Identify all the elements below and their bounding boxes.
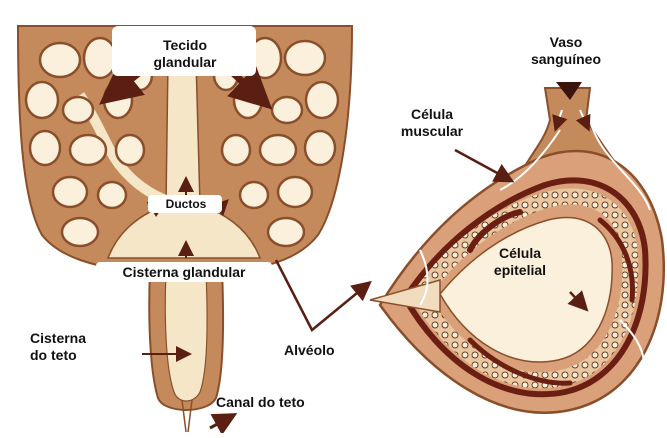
label-celula-muscular: Célula muscular <box>392 106 472 140</box>
label-tecido-glandular: Tecido glandular <box>130 37 240 71</box>
label-canal-do-teto: Canal do teto <box>216 394 305 411</box>
label-alveolo: Alvéolo <box>284 342 335 359</box>
label-celula-epitelial: Célula epitelial <box>478 245 562 279</box>
label-cisterna-glandular: Cisterna glandular <box>96 264 272 281</box>
label-cisterna-do-teto: Cisterna do teto <box>30 330 86 364</box>
teat <box>149 270 223 432</box>
label-ductos: Ductos <box>150 196 222 213</box>
label-vaso-sanguineo: Vaso sanguíneo <box>506 34 626 68</box>
